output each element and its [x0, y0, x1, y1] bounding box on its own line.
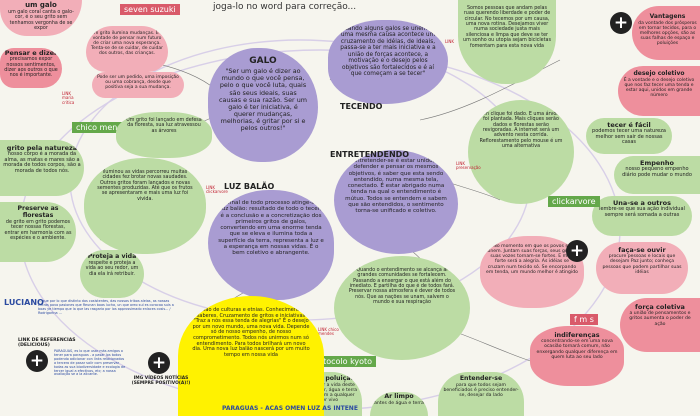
node-proteja-vida-title: Proteja a vida [87, 253, 137, 260]
link-top[interactable]: LINK [445, 39, 455, 44]
plus-icon-bottom[interactable]: + [148, 352, 170, 374]
node-pensar-dizer-title: Pensar e dizer [4, 49, 58, 57]
node-entretendendo: Entretender-se é estar unido, é defender… [334, 150, 458, 254]
node-desejo-coletivo-body: É a vontade e o desejo coletivo que nos … [623, 77, 695, 98]
link-clickarvore[interactable]: LINK clickarvore [206, 185, 228, 195]
link-referencias[interactable]: LINK DE REFERENCIAS (DELICIOUS) [18, 338, 76, 349]
node-um-galo: um galo um galo coral canta o galo-cor, … [0, 0, 82, 36]
node-grito-mudancas: um grito ilumina mudanças. É a vontade d… [86, 26, 168, 72]
node-yellow-center: A união de culturas e etnias. Conhecimen… [178, 296, 324, 416]
node-vantagens-body: da vontade dos prósperos em tornar tecid… [638, 20, 697, 46]
node-um-galo-body: um galo coral canta o galo-cor, é o seu … [8, 9, 74, 31]
node-grito-natureza: grito pela natureza nosso corpo é a mora… [0, 140, 84, 196]
node-forca-coletiva-title: força coletiva [635, 303, 685, 311]
fms-tag[interactable]: f m s [570, 314, 598, 325]
node-vantagens-title: Vantagens [649, 13, 686, 20]
node-desejo-coletivo: desejo coletivo É a vontade e o desejo c… [618, 66, 700, 116]
node-vantagens: Vantagens da vontade dos prósperos em to… [632, 6, 700, 60]
node-entender-se-body: para que todos sejam beneficiados é prec… [443, 382, 519, 399]
node-proteja-vida-body: respeite e proteja a vida ao seu redor, … [85, 260, 139, 277]
node-tecendo-title: TECENDO [340, 102, 383, 111]
luciano-name: LUCIANO [4, 298, 44, 307]
node-preserve-florestas-title: Preserve as florestas [17, 205, 59, 219]
node-ar-limpo: Ar limpo antes de água e terra [370, 392, 428, 416]
img-videos[interactable]: IMG VÍDEOS NOTÍCIAS (SEMPRE POSITIVO(A)!… [131, 376, 191, 387]
node-forca-coletiva: força coletiva a união de pensamentos e … [620, 298, 700, 352]
node-luz-balao: Ao final de todo processo atinge-se a lu… [208, 190, 334, 300]
node-center-right: Um clique foi dado. E uma árvore foi pla… [468, 100, 574, 204]
node-una-se: Una-se a outros lembre-se que sua ação i… [592, 196, 692, 236]
node-galo: GALO "Ser um galo é dizer ao mundo o que… [208, 48, 318, 162]
node-luz-balao-title: LUZ BALÃO [224, 182, 275, 191]
node-tecer-facil: tecer é fácil podemos tecer uma natureza… [586, 118, 672, 154]
node-faca-ouvir-title: faça-se ouvir [618, 246, 666, 254]
node-forca-coletiva-body: a união de pensamentos e gritos aumenta … [629, 311, 691, 327]
node-pode-ser: Pode ser um pedido, uma imposição ou uma… [92, 72, 184, 98]
node-faca-ouvir: faça-se ouvir procure pessoas e locais q… [596, 242, 688, 294]
node-proteja-vida: Proteja a vida respeite e proteja a vida… [80, 250, 144, 298]
node-quando-entendimento: Quando o entendimento se alcança aí gran… [334, 256, 470, 360]
seven-suzuki-tag[interactable]: seven suzuki [120, 4, 180, 15]
node-tecer-facil-body: podemos tecer uma natureza melhor sem sa… [592, 128, 666, 146]
node-nao-poluicao-title: Não a poluição [303, 375, 355, 382]
node-ar-limpo-title: Ar limpo [384, 393, 414, 400]
node-pensar-dizer-body: precisamos expor nossos sentimentos, diz… [4, 57, 58, 79]
node-empenho-title: Empenho [640, 159, 674, 167]
paraguas-text: PARAGUAS, es lo que usar más amigos o te… [54, 349, 126, 377]
node-preserve-florestas: Preserve as florestas de grito em grito … [0, 202, 76, 262]
node-pensar-dizer: Pensar e dizer precisamos expor nossos s… [0, 48, 62, 88]
node-entender-se-title: Entender-se [459, 375, 503, 382]
plus-icon-right[interactable]: + [566, 240, 588, 262]
link-preservation[interactable]: LINK preservação [456, 161, 481, 171]
node-indiferencas-title: indiferenças [554, 331, 600, 339]
node-una-se-title: Una-se a outros [613, 199, 671, 207]
node-grito-lancado: Um grito foi lançado em defesa da flores… [116, 112, 212, 158]
node-grito-natureza-body: nosso corpo é a morada da alma, as matas… [3, 151, 81, 175]
node-entretendendo-title: ENTRETENDENDO [330, 150, 410, 159]
node-una-se-body: lembre-se que sua ação individual sempre… [599, 206, 685, 218]
node-top-right: Somos pessoas que andam pelas ruas quere… [458, 0, 556, 84]
node-nao-poluicao-body: preservar a vida deste planeta, ar, água… [300, 382, 358, 404]
node-galo-body: "Ser um galo é dizer ao mundo o que você… [219, 67, 307, 133]
node-preserve-florestas-body: de grito em grito podemos tecer nossas f… [4, 219, 72, 241]
protocolo-kyoto-tag[interactable]: protocolo kyoto [306, 356, 377, 367]
node-galo-title: GALO [249, 56, 277, 66]
plus-icon-left[interactable]: + [26, 350, 48, 372]
node-indiferencas-body: concentrando-se em uma nova ocasião torn… [536, 339, 618, 360]
node-um-galo-title: um galo [25, 1, 57, 9]
top-text: joga-lo no word para correção... [213, 2, 357, 12]
node-desejo-coletivo-title: desejo coletivo [633, 70, 685, 77]
plus-icon-top-right[interactable]: + [610, 12, 632, 34]
node-indiferencas: indiferenças concentrando-se em uma nova… [530, 326, 624, 386]
node-empenho-body: nosso pequeno empenho diário pode mudar … [622, 166, 692, 178]
luciano-text: ... que por lo que distinto dos cosisten… [38, 299, 174, 315]
node-grito-natureza-title: grito pela natureza [6, 144, 78, 152]
node-iluminou-vidas: iluminou as vidas percorreu muitas cidad… [84, 158, 206, 254]
node-tecer-facil-title: tecer é fácil [607, 121, 651, 129]
node-faca-ouvir-body: procure pessoas e locais que desejam Paz… [602, 254, 682, 275]
node-tecendo: "Quando alguns galos se unem por uma mes… [328, 20, 448, 104]
link-maria-critica[interactable]: LINK maria critica [62, 91, 75, 105]
paraguas-bottom[interactable]: PARAGUAS - ACAS OMEN LUZ AS INTENE [222, 405, 358, 412]
chico-mendes-tag[interactable]: chico mendes [72, 122, 136, 133]
node-empenho: Empenho nosso pequeno empenho diário pod… [614, 156, 700, 194]
node-ar-limpo-body: antes de água e terra [374, 400, 424, 406]
clickarvore-tag[interactable]: clickarvore [548, 196, 600, 207]
node-entender-se: Entender-se para que todos sejam benefic… [438, 372, 524, 416]
link-chico-mendes[interactable]: LINK chico mendes [318, 327, 339, 337]
